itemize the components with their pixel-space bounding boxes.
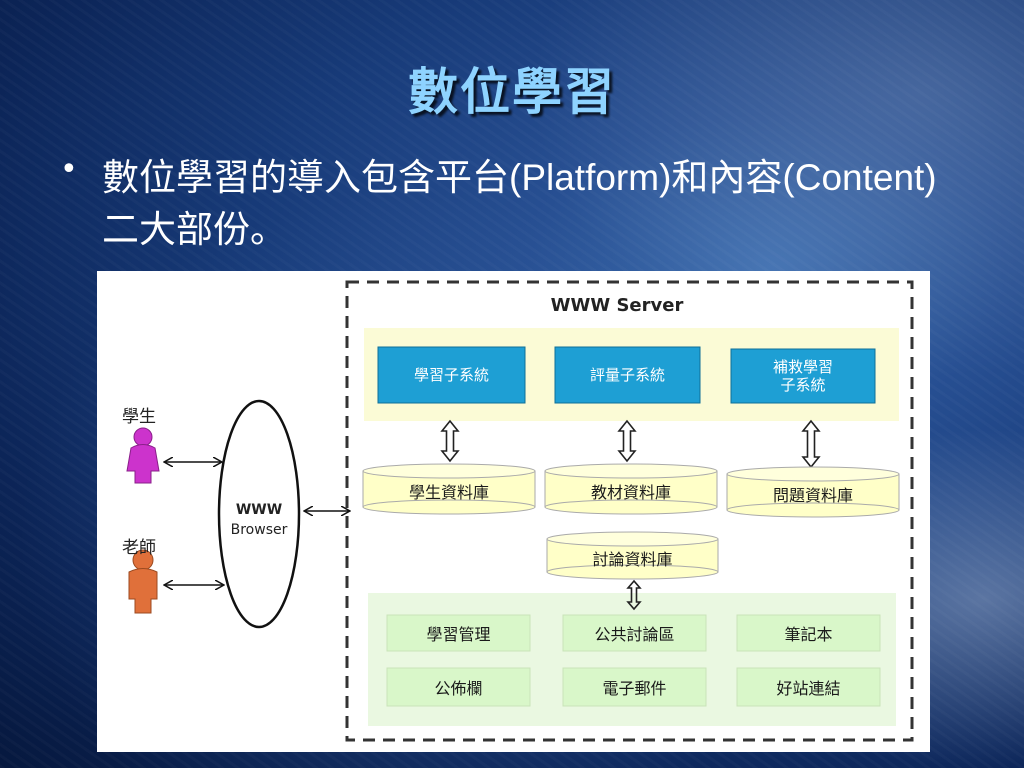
module-label-learning-mgmt: 學習管理: [426, 625, 491, 644]
double-arrow-4: [626, 579, 642, 611]
bullet-text: 數位學習的導入包含平台(Platform)和內容(Content)二大部份。: [102, 157, 937, 250]
module-box-forum: [562, 614, 707, 652]
module-label-notebook: 筆記本: [784, 625, 833, 644]
bullet-item: • 數位學習的導入包含平台(Platform)和內容(Content)二大部份。: [60, 152, 960, 256]
db-label-student: 學生資料庫: [408, 483, 489, 502]
bullet-dot-icon: •: [60, 152, 78, 187]
browser-label-line1: WWW: [235, 502, 283, 518]
teacher-person-icon: [128, 549, 158, 614]
subsystem-box-assessment: [554, 346, 701, 404]
server-title: WWW Server: [550, 295, 684, 316]
double-arrow-1: [440, 419, 460, 463]
subsystem-label-remedial: 補救學習 子系統: [772, 358, 833, 394]
module-box-notebook: [736, 614, 881, 652]
module-box-links: [736, 667, 881, 707]
db-label-discussion: 討論資料庫: [592, 550, 673, 569]
module-box-bulletin: [386, 667, 531, 707]
student-person-icon: [126, 427, 160, 484]
server-frame: [345, 280, 914, 742]
module-label-bulletin: 公佈欄: [434, 679, 483, 698]
platform-diagram: WWW Server 學習子系統 評量子系統 補救學習 子系統 學生資料庫 教材…: [97, 271, 930, 752]
subsystem-box-learning: [377, 346, 526, 404]
db-cylinder-student: [362, 463, 536, 515]
diagram-shapes: [126, 280, 914, 742]
teacher-label: 老師: [122, 538, 156, 558]
db-cylinder-question: [726, 466, 900, 518]
module-box-learning-mgmt: [386, 614, 531, 652]
double-arrow-2: [617, 419, 637, 463]
db-cylinder-discussion: [546, 531, 719, 580]
module-box-email: [562, 667, 707, 707]
subsystem-box-remedial: [730, 348, 876, 404]
db-label-material: 教材資料庫: [590, 483, 671, 502]
module-label-links: 好站連結: [776, 679, 841, 698]
browser-ellipse: [217, 399, 301, 629]
subsystem-label-learning: 學習子系統: [413, 366, 489, 384]
db-label-question: 問題資料庫: [772, 486, 853, 505]
db-cylinder-material: [544, 463, 718, 515]
subsystem-label-assessment: 評量子系統: [589, 366, 665, 384]
slide-title: 數位學習: [408, 63, 616, 121]
module-label-forum: 公共討論區: [594, 625, 675, 644]
module-label-email: 電子郵件: [602, 679, 667, 698]
browser-label-line2: Browser: [230, 522, 288, 538]
double-arrow-3: [801, 419, 821, 469]
student-label: 學生: [122, 407, 156, 427]
